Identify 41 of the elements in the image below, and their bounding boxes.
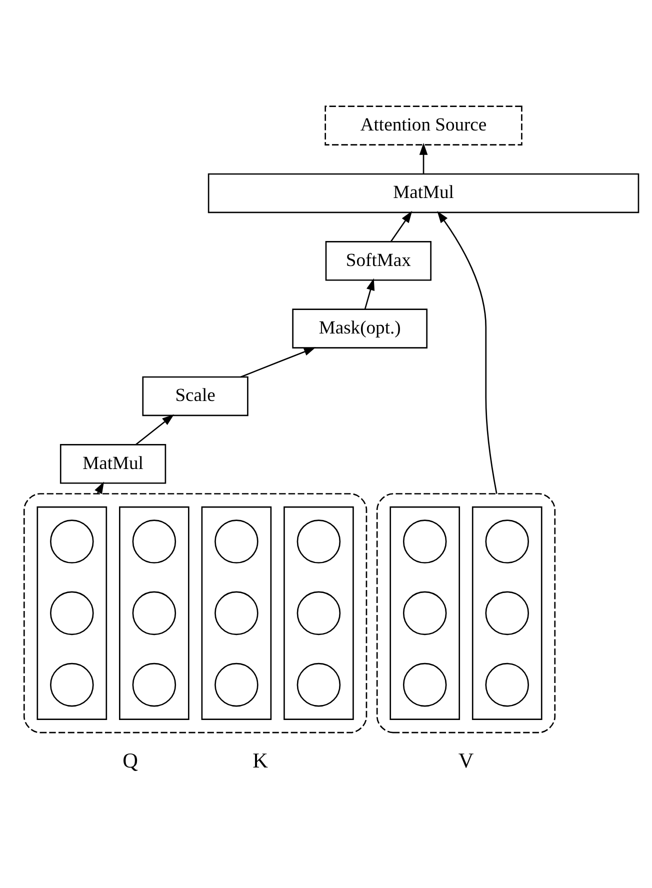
node-circle: [50, 520, 94, 564]
node-circle: [485, 520, 530, 564]
node-circle: [132, 520, 176, 564]
label: K: [252, 748, 268, 772]
cluster: [201, 506, 272, 720]
arrow: [437, 211, 498, 494]
node-box: Attention Source: [324, 106, 522, 146]
node-circle: [296, 662, 341, 707]
node-circle: [485, 591, 530, 636]
node-circle: [214, 520, 258, 564]
node-box: MatMul: [208, 173, 640, 214]
label: Q: [122, 748, 138, 772]
node-circle: [296, 591, 341, 636]
node-circle: [485, 662, 530, 707]
node-circle: [50, 591, 94, 636]
cluster: [23, 493, 368, 734]
node-box: Mask(opt.): [292, 308, 428, 348]
node-circle: [402, 520, 447, 564]
cluster: [36, 506, 108, 720]
node-circle: [402, 591, 447, 636]
node-circle: [214, 591, 258, 636]
node-circle: [296, 520, 341, 564]
arrow: [390, 210, 412, 242]
cluster: [376, 493, 556, 734]
cluster: [472, 506, 542, 720]
node-box: SoftMax: [325, 240, 432, 281]
cluster: [390, 506, 460, 720]
arrow: [364, 278, 375, 310]
node-box: MatMul: [60, 444, 166, 484]
arrow: [419, 142, 428, 174]
node-circle: [132, 591, 176, 636]
cluster: [284, 506, 354, 720]
label: V: [458, 748, 474, 772]
node-circle: [402, 662, 447, 707]
arrow: [136, 414, 174, 445]
node-circle: [132, 662, 176, 707]
cluster: [119, 506, 190, 720]
node-box: Scale: [142, 376, 248, 416]
arrow: [240, 347, 316, 378]
node-circle: [214, 662, 258, 707]
node-circle: [50, 662, 94, 707]
